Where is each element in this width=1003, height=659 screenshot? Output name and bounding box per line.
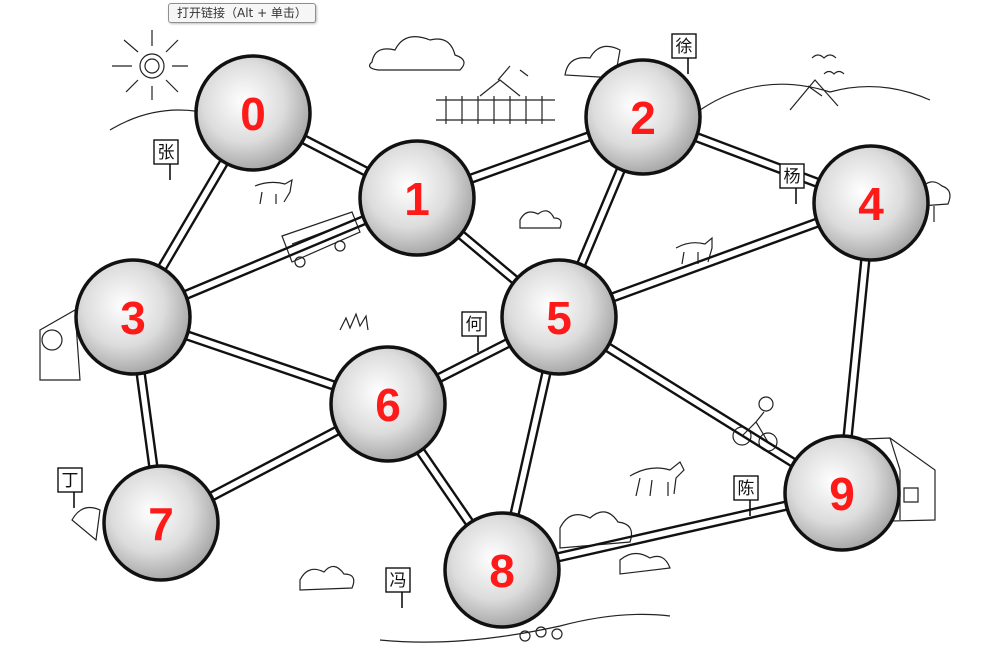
sign-label: 何 (466, 315, 483, 335)
node-label: 9 (829, 468, 855, 520)
road-2-5 (573, 161, 629, 273)
node-circle (443, 511, 561, 629)
road-1-3 (177, 212, 373, 303)
bush-icon (559, 511, 633, 549)
node-6: 6 (329, 345, 447, 463)
node-circle (783, 434, 901, 552)
cloud-icon (368, 36, 465, 71)
sign-label: 杨 (784, 167, 801, 187)
node-circle (584, 58, 702, 176)
road-network (134, 129, 872, 564)
node-circle (102, 464, 220, 582)
road-0-1 (295, 131, 375, 180)
sun-icon (112, 30, 188, 100)
cow-icon (254, 178, 293, 205)
road-4-5 (604, 215, 826, 305)
node-circle (500, 258, 618, 376)
node-label: 2 (630, 92, 656, 144)
bush-icon (299, 565, 355, 591)
road-3-7 (134, 365, 160, 475)
sign-ding: 丁 (57, 467, 83, 508)
sign-zhang: 张 (153, 139, 179, 180)
sign-xu: 徐 (671, 33, 697, 74)
sign-label: 丁 (62, 471, 79, 491)
bird-icon (823, 70, 845, 75)
sign-label: 徐 (676, 37, 693, 57)
node-circle (329, 345, 447, 463)
sign-label: 张 (158, 143, 175, 163)
node-2: 2 (584, 58, 702, 176)
road-1-5 (452, 226, 524, 289)
road-6-7 (203, 422, 346, 505)
road-5-8 (508, 364, 553, 523)
node-circle (812, 144, 930, 262)
node-4: 4 (812, 144, 930, 262)
node-0: 0 (194, 54, 312, 172)
road-6-8 (412, 442, 478, 532)
node-circle (358, 139, 476, 257)
flowers-icon (519, 626, 563, 642)
road-8-9 (549, 499, 795, 564)
road-1-2 (462, 129, 598, 186)
building-icon (479, 65, 529, 97)
road-5-9 (598, 339, 803, 471)
road-5-6 (430, 335, 517, 386)
node-label: 4 (858, 178, 884, 230)
cloud-icon (564, 45, 621, 79)
sign-label: 冯 (390, 571, 407, 591)
fence-icon (436, 96, 555, 124)
sign-label: 陈 (738, 479, 755, 499)
node-label: 0 (240, 88, 266, 140)
bush-icon (619, 552, 671, 575)
node-5: 5 (500, 258, 618, 376)
bus-icon (281, 211, 361, 268)
bush-icon (519, 210, 562, 229)
node-set: 0 1 2 3 4 5 6 7 8 9 (74, 54, 930, 629)
node-7: 7 (102, 464, 220, 582)
node-label: 6 (375, 379, 401, 431)
sign-chen: 陈 (733, 475, 759, 516)
tree-icon (919, 181, 951, 222)
horse-icon (629, 461, 685, 497)
node-label: 7 (148, 498, 174, 550)
node-circle (194, 54, 312, 172)
grass-icon (339, 312, 369, 331)
road-0-3 (154, 153, 232, 277)
node-label: 1 (404, 173, 430, 225)
node-circle (74, 258, 192, 376)
tooltip-open-link: 打开链接（Alt + 单击） (168, 3, 316, 23)
node-label: 5 (546, 292, 572, 344)
bird-icon (811, 54, 837, 59)
node-3: 3 (74, 258, 192, 376)
road-4-9 (841, 252, 872, 444)
hill-right (699, 83, 931, 111)
node-9: 9 (783, 434, 901, 552)
tree-icon (71, 507, 101, 542)
sign-yang: 杨 (779, 163, 805, 204)
node-label: 3 (120, 292, 146, 344)
house-icon (39, 309, 81, 381)
background-scenery (39, 30, 951, 643)
sign-he: 何 (461, 311, 487, 352)
node-8: 8 (443, 511, 561, 629)
node-label: 8 (489, 545, 515, 597)
horse-icon (675, 236, 713, 265)
node-1: 1 (358, 139, 476, 257)
mountain-icon (789, 79, 839, 111)
ground-line (379, 613, 671, 643)
road-3-6 (178, 328, 343, 393)
sign-ma: 冯 (385, 567, 411, 608)
